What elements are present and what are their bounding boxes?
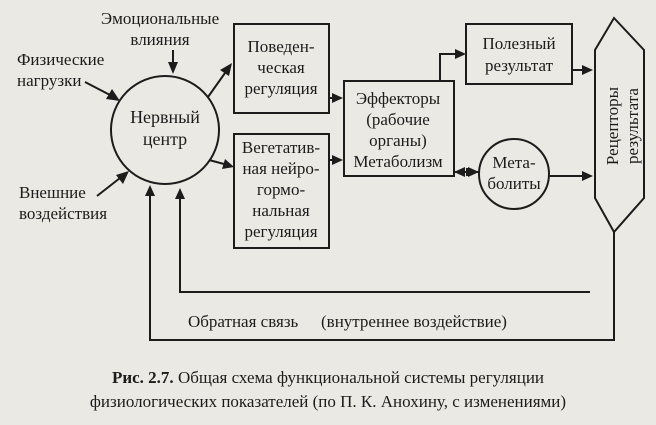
caption-text-line1: Общая схема функциональной системы регул… [177,368,545,387]
caption-text-line2: физиологических показателей (по П. К. Ан… [89,392,567,411]
input-external-line1: Внешние [19,183,86,202]
arrow-center-to-vegetative [208,159,234,169]
behavioral-line3: регуляция [244,79,317,98]
metabolites-circle [478,138,550,210]
arrow-vegetative-to-effectors [329,155,343,165]
input-external-line2: воздействия [19,204,107,223]
feedback-note: (внутреннее воздействие) [321,312,507,331]
arrow-result-to-receptors [572,65,593,75]
effectors-line4: Метаболизм [353,152,443,171]
arrow-external-to-center [96,171,129,197]
metabolites-line2: болиты [487,174,541,193]
arrow-physical-to-center [84,81,120,101]
arrow-metabolites-to-receptors [549,171,593,181]
nerve-center-line2: центр [143,129,187,149]
input-physical-line2: нагрузки [17,71,81,90]
vegetative-line3: гормо- [257,180,306,199]
receptors-line1: Рецепторы [603,86,622,165]
feedback-label: Обратная связь [188,312,299,331]
effectors-line2: (рабочие [366,110,430,129]
behavioral-line1: Поведен- [248,37,315,56]
useful-result-line1: Полезный [482,34,555,53]
effectors-node: Эффекторы (рабочие органы) Метаболизм [343,80,455,177]
receptors-node: Рецепторы результата [594,16,645,234]
figure-caption: Рис. 2.7. Общая схема функциональной сис… [0,366,656,414]
arrow-behavioral-to-effectors [329,93,343,103]
receptors-line2: результата [623,88,642,164]
metabolites-node: Мета- болиты [478,138,550,210]
arrow-effectors-metabolites-bidirectional [454,167,479,177]
input-emotional-line2: влияния [130,30,189,49]
arrow-center-to-behavioral [207,63,232,98]
nerve-center-node: Нервный центр [110,75,220,185]
vegetative-box [233,133,330,249]
caption-line1: Рис. 2.7. Общая схема функциональной сис… [0,366,656,390]
effectors-line1: Эффекторы [356,89,441,108]
vegetative-regulation-node: Вегетатив- ная нейро- гормо- нальная рег… [233,133,330,249]
behavioral-line2: ческая [257,58,305,77]
metabolites-line1: Мета- [492,153,536,172]
input-emotional-line1: Эмоциональные [101,9,219,28]
useful-result-line2: результат [485,56,554,75]
vegetative-line1: Вегетатив- [242,138,320,157]
behavioral-box [233,23,330,114]
nerve-center-line1: Нервный [130,107,200,127]
feedback-loop-outer [145,185,615,341]
feedback-loop-inner [175,188,590,293]
input-external-impacts: Внешние воздействия [19,183,107,223]
vegetative-line4: нальная [252,201,310,220]
functional-system-diagram: Эмоциональные влияния Физические нагрузк… [17,9,645,341]
arrow-emotional-to-center [168,50,178,74]
effectors-box [343,80,455,177]
vegetative-line2: ная нейро- [242,159,319,178]
arrow-effectors-to-result [439,49,466,81]
vegetative-line5: регуляция [244,222,317,241]
behavioral-regulation-node: Поведен- ческая регуляция [233,23,330,114]
input-physical-loads: Физические нагрузки [17,50,104,90]
effectors-line3: органы) [369,131,427,150]
caption-label: Рис. 2.7. [111,368,174,387]
useful-result-node: Полезный результат [465,23,573,85]
input-emotional-influences: Эмоциональные влияния [101,9,219,49]
useful-result-box [465,23,573,85]
nerve-center-circle [110,75,220,185]
input-physical-line1: Физические [17,50,104,69]
